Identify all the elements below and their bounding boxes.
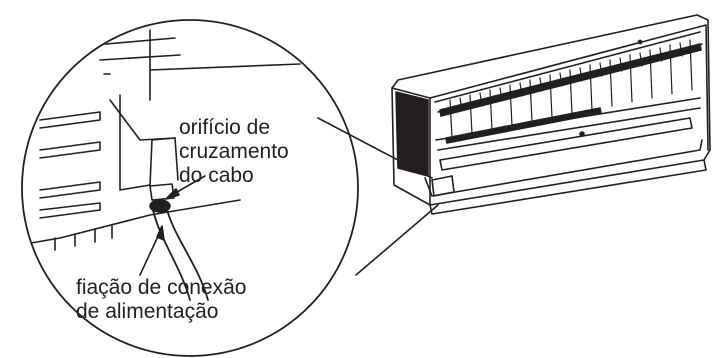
unit-bracket bbox=[432, 176, 454, 196]
unit-side-panel bbox=[396, 92, 428, 176]
unit-frame-block bbox=[440, 44, 701, 116]
cable-hole-label-line2: cruzamento bbox=[179, 140, 289, 163]
power-wire-label-line1: fiação de conexão bbox=[76, 276, 247, 299]
zoom-leader-top bbox=[318, 118, 432, 178]
wire-pointer-head bbox=[157, 226, 164, 240]
detail-power-cable bbox=[153, 210, 208, 300]
detail-panel-edge bbox=[110, 100, 175, 140]
cable-hole-label-line1: orifício de bbox=[179, 116, 271, 139]
detail-clips bbox=[55, 226, 112, 250]
zoom-circle bbox=[22, 20, 358, 356]
detail-grille-top bbox=[95, 38, 180, 74]
detail-panel bbox=[120, 95, 178, 190]
detail-cable-entry bbox=[150, 200, 170, 212]
zoom-leader-bottom bbox=[356, 205, 438, 275]
unit-screw-2 bbox=[638, 40, 641, 43]
unit-outlet-slot bbox=[440, 118, 692, 170]
cable-hole-label: orifício de cruzamento do cabo bbox=[179, 116, 289, 188]
hole-pointer-head bbox=[166, 189, 179, 199]
zoom-detail bbox=[20, 30, 300, 300]
unit-screw bbox=[580, 132, 584, 136]
unit-louver bbox=[425, 140, 702, 196]
unit-bottom-lip bbox=[430, 160, 706, 214]
detail-cable-hole bbox=[150, 184, 174, 200]
wire-pointer-line bbox=[140, 232, 160, 275]
detail-bottom-edge bbox=[20, 200, 240, 245]
detail-top-bar bbox=[150, 30, 300, 100]
indoor-unit bbox=[392, 15, 710, 214]
unit-frame-block-2 bbox=[446, 108, 601, 143]
power-wire-label: fiação de conexão de alimentação bbox=[76, 276, 246, 324]
cable-hole-label-line3: do cabo bbox=[179, 164, 254, 187]
unit-front-face bbox=[392, 25, 708, 150]
unit-left-face bbox=[392, 88, 430, 205]
unit-top-edge bbox=[392, 15, 710, 160]
detail-vanes bbox=[40, 112, 100, 218]
power-wire-label-line2: de alimentação bbox=[76, 300, 219, 323]
